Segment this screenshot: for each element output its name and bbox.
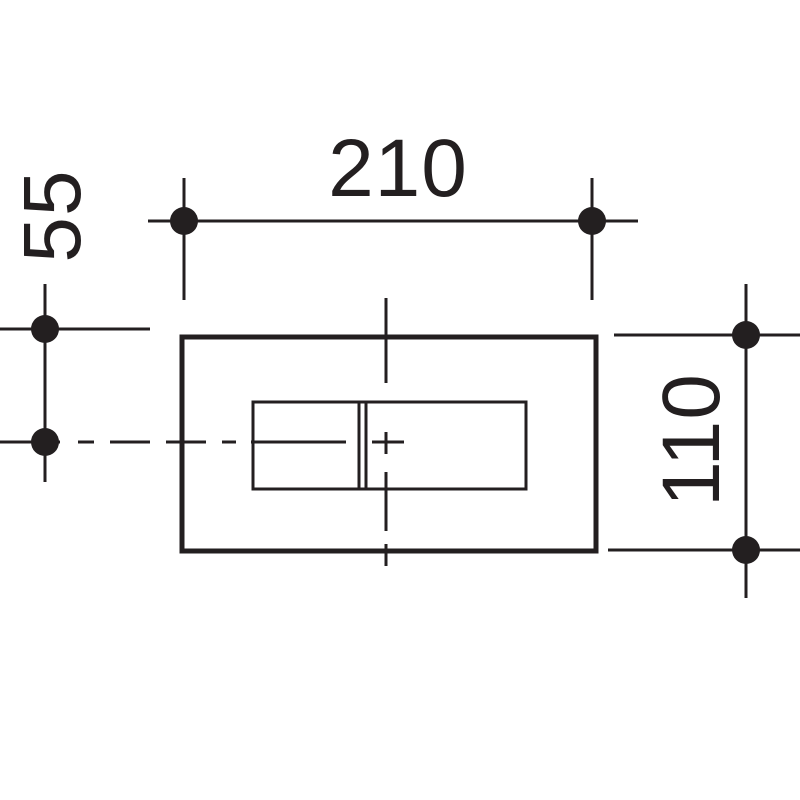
height-label: 110 [646, 373, 737, 507]
offset-dot-bottom [31, 428, 59, 456]
width-dot-left [170, 207, 198, 235]
width-dot-right [578, 207, 606, 235]
offset-label: 55 [7, 169, 98, 262]
inner-button-frame [251, 400, 528, 491]
outer-plate [179, 334, 599, 554]
width-label: 210 [328, 123, 468, 214]
height-dot-top [732, 321, 760, 349]
offset-dot-top [31, 315, 59, 343]
width-dimension: 210 [148, 123, 638, 300]
height-dot-bottom [732, 536, 760, 564]
offset-dimension: 55 [0, 169, 150, 482]
height-dimension: 110 [608, 284, 800, 598]
